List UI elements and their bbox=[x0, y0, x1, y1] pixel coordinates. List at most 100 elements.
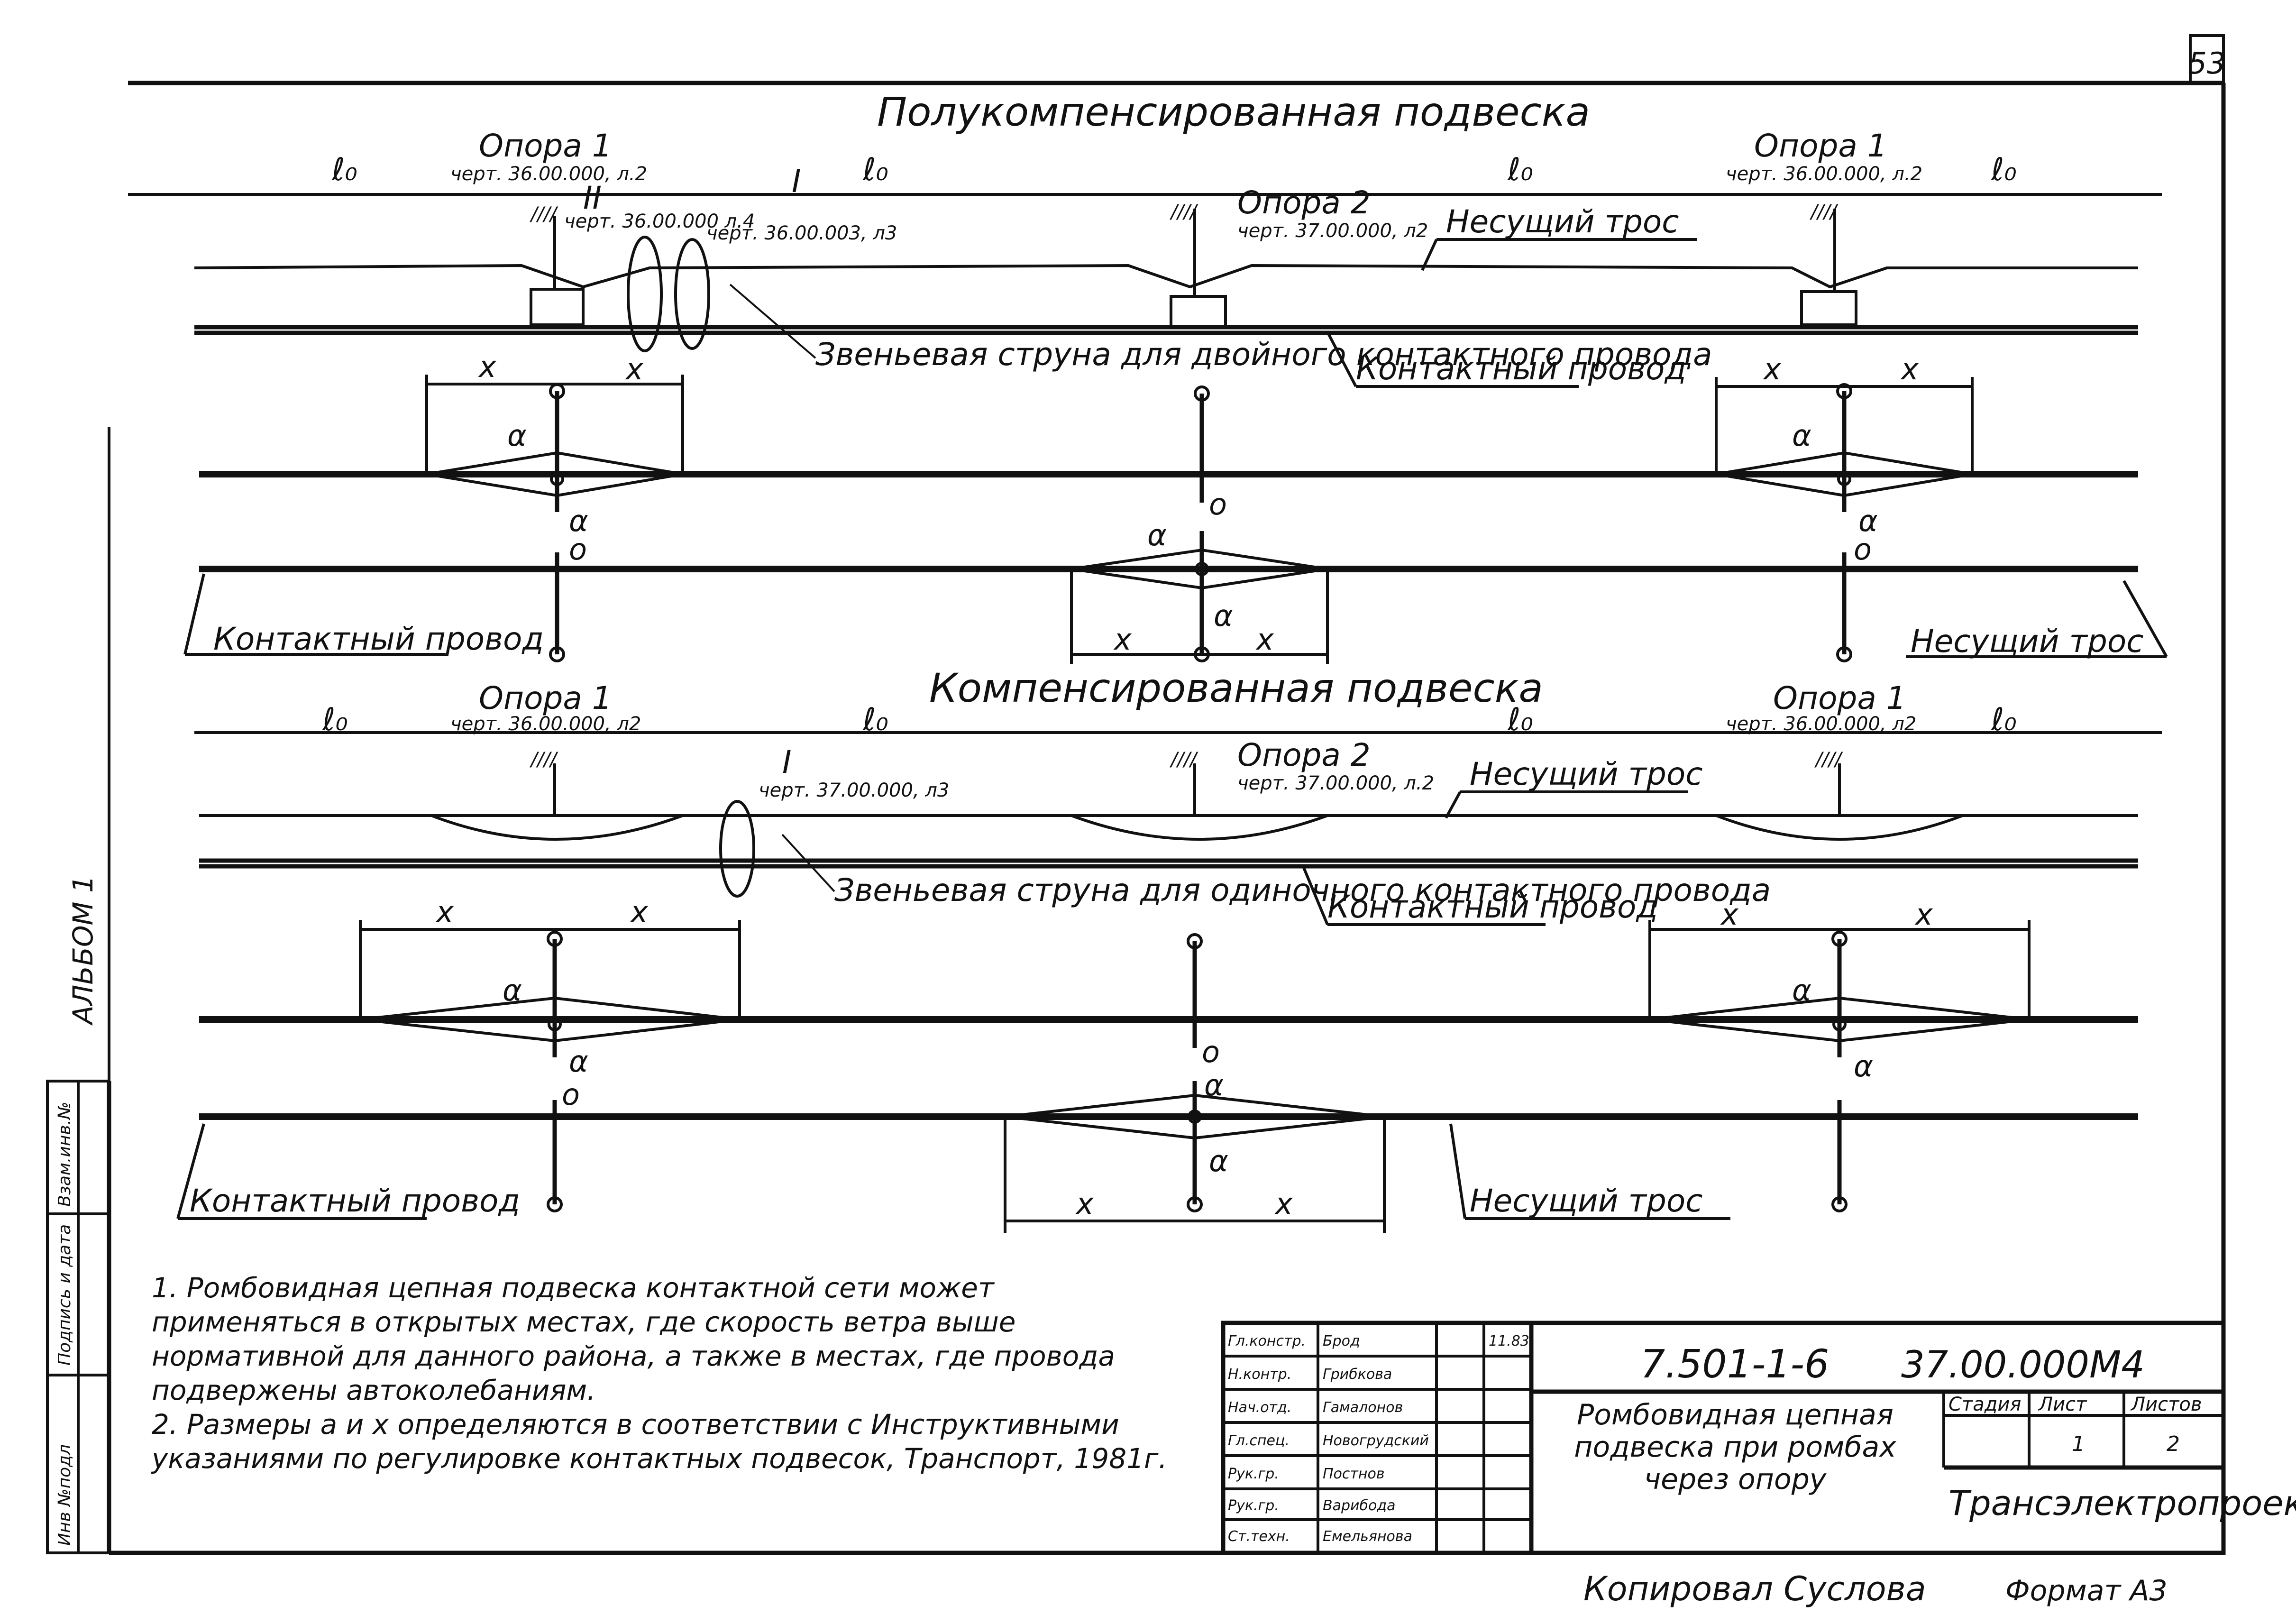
contact-wire-label: Контактный провод bbox=[1356, 350, 1686, 387]
tb-role: Рук.гр. bbox=[1228, 1497, 1279, 1514]
a-dim: α bbox=[569, 1044, 588, 1079]
support2-label: Опора 2 bbox=[1237, 184, 1371, 221]
section1-plan-lower bbox=[183, 531, 2168, 664]
support1-label: Опора 1 bbox=[1773, 680, 1906, 716]
stamp-inv-label: Инв №подл bbox=[55, 1444, 74, 1546]
support1-label: Опора 1 bbox=[1754, 128, 1887, 164]
x-dim: x bbox=[625, 352, 644, 386]
node-II-label: II bbox=[583, 180, 602, 216]
o-mark: о bbox=[569, 532, 587, 567]
doc-code: 7.501-1-6 bbox=[1640, 1342, 1829, 1387]
x-dim: x bbox=[1720, 897, 1739, 932]
support1-ref: черт. 36.00.000, л.2 bbox=[450, 163, 647, 185]
x-dim: x bbox=[478, 349, 497, 384]
svg-text:////: //// bbox=[1170, 201, 1198, 223]
note-1: 1. Ромбовидная цепная подвеска контактно… bbox=[152, 1272, 1115, 1406]
x-dim: x bbox=[630, 895, 649, 929]
tb-name: Грибкова bbox=[1323, 1366, 1392, 1383]
x-dim: x bbox=[1255, 622, 1274, 657]
tb-role: Ст.техн. bbox=[1228, 1528, 1290, 1545]
a-dim: α bbox=[507, 418, 527, 453]
o-mark: о bbox=[1209, 487, 1227, 522]
sheets-header: Листов bbox=[2130, 1394, 2202, 1415]
x-dim: x bbox=[1900, 352, 1919, 386]
node-I-ref: черт. 37.00.000, л3 bbox=[759, 780, 949, 801]
svg-text:////: //// bbox=[1810, 201, 1839, 223]
svg-text:////: //// bbox=[530, 749, 558, 771]
support2-label: Опора 2 bbox=[1237, 737, 1371, 773]
section1-title: Полукомпенсированная подвеска bbox=[877, 89, 1590, 135]
stage-header: Стадия bbox=[1948, 1394, 2021, 1415]
footer-copied: Копировал Суслова bbox=[1583, 1569, 1926, 1608]
tb-name: Брод bbox=[1323, 1333, 1360, 1349]
span-label: ℓ₀ bbox=[862, 151, 888, 188]
stamp-replace-label: Взам.инв.№ bbox=[55, 1101, 74, 1207]
support2-ref: черт. 37.00.000, л.2 bbox=[1237, 772, 1434, 794]
page-number: 53 bbox=[2188, 46, 2226, 81]
span-label: ℓ₀ bbox=[1991, 701, 2017, 738]
section2-plan-lower bbox=[176, 1081, 2138, 1233]
plan-contact-wire-label: Контактный провод bbox=[190, 1183, 520, 1219]
carrier-label: Несущий трос bbox=[1470, 756, 1703, 792]
tb-name: Емельянова bbox=[1323, 1528, 1412, 1545]
notes-block: 1. Ромбовидная цепная подвеска контактно… bbox=[152, 1271, 1185, 1476]
plan-contact-wire-label: Контактный провод bbox=[213, 621, 544, 657]
node-I-label: I bbox=[792, 163, 801, 200]
drawing-frame bbox=[107, 34, 2226, 1555]
support2-ref: черт. 37.00.000, л2 bbox=[1237, 220, 1428, 242]
dropper-label: Звеньевая струна для двойного контактног… bbox=[815, 336, 1712, 373]
support1-ref: черт. 36.00.000, л2 bbox=[1726, 713, 1916, 735]
tb-role: Нач.отд. bbox=[1228, 1399, 1291, 1416]
svg-text:////: //// bbox=[1814, 749, 1843, 771]
plan-carrier-label: Несущий трос bbox=[1911, 623, 2144, 660]
title-block bbox=[1221, 1321, 2226, 1555]
section2-elevation: //// //// //// bbox=[199, 749, 2138, 898]
span-label: ℓ₀ bbox=[322, 701, 348, 738]
tb-role: Гл.констр. bbox=[1228, 1333, 1306, 1349]
support1-label: Опора 1 bbox=[479, 128, 612, 164]
node-I-ref: черт. 36.00.003, л3 bbox=[706, 222, 897, 244]
support1-label: Опора 1 bbox=[479, 680, 612, 716]
span-label: ℓ₀ bbox=[331, 151, 357, 188]
x-dim: x bbox=[1274, 1186, 1293, 1221]
side-stamp bbox=[46, 1080, 110, 1554]
svg-text:////: //// bbox=[1170, 749, 1198, 771]
section2-title: Компенсированная подвеска bbox=[929, 665, 1543, 711]
a-dim: α bbox=[1209, 1144, 1228, 1178]
a-dim: α bbox=[1792, 973, 1811, 1008]
drawing-title: Ромбовидная цепная подвеска при ромбах ч… bbox=[1574, 1398, 1896, 1496]
a-dim: α bbox=[503, 973, 522, 1008]
svg-text:////: //// bbox=[530, 203, 558, 225]
section1-elevation: //// //// //// bbox=[194, 201, 2138, 359]
sheets-count: 2 bbox=[2167, 1432, 2180, 1456]
a-dim: α bbox=[1147, 518, 1167, 552]
a-dim: α bbox=[1204, 1068, 1224, 1102]
o-mark: о bbox=[1202, 1035, 1220, 1069]
x-dim: x bbox=[1113, 622, 1132, 657]
x-dim: x bbox=[1914, 897, 1933, 932]
span-label: ℓ₀ bbox=[1507, 151, 1533, 188]
note-2: 2. Размеры а и х определяются в соответс… bbox=[152, 1408, 1167, 1475]
node-I-label: I bbox=[782, 744, 791, 780]
node-II-ref: черт. 36.00.000 л.4 bbox=[564, 211, 755, 232]
tb-role: Гл.спец. bbox=[1228, 1432, 1290, 1449]
a-dim: α bbox=[569, 504, 588, 538]
x-dim: x bbox=[1075, 1186, 1094, 1221]
footer-format: Формат А3 bbox=[2005, 1574, 2168, 1607]
dropper-label: Звеньевая струна для одиночного контактн… bbox=[834, 872, 1771, 908]
drawing-code: 37.00.000М4 bbox=[1901, 1344, 2145, 1386]
a-dim: α bbox=[1854, 1049, 1873, 1083]
tb-name: Гамалонов bbox=[1323, 1399, 1403, 1416]
plan-carrier-label: Несущий трос bbox=[1470, 1183, 1703, 1219]
a-dim: α bbox=[1858, 504, 1878, 538]
album-label: АЛЬБОМ 1 bbox=[67, 875, 99, 1026]
span-label: ℓ₀ bbox=[1991, 151, 2017, 188]
a-dim: α bbox=[1792, 418, 1811, 453]
x-dim: x bbox=[435, 895, 454, 929]
contact-wire-label: Контактный провод bbox=[1327, 889, 1658, 925]
span-label: ℓ₀ bbox=[862, 701, 888, 738]
sheet-header: Лист bbox=[2038, 1394, 2087, 1415]
o-mark: о bbox=[562, 1077, 580, 1112]
a-dim: α bbox=[1214, 598, 1233, 633]
section1-plan-upper bbox=[199, 375, 2138, 512]
